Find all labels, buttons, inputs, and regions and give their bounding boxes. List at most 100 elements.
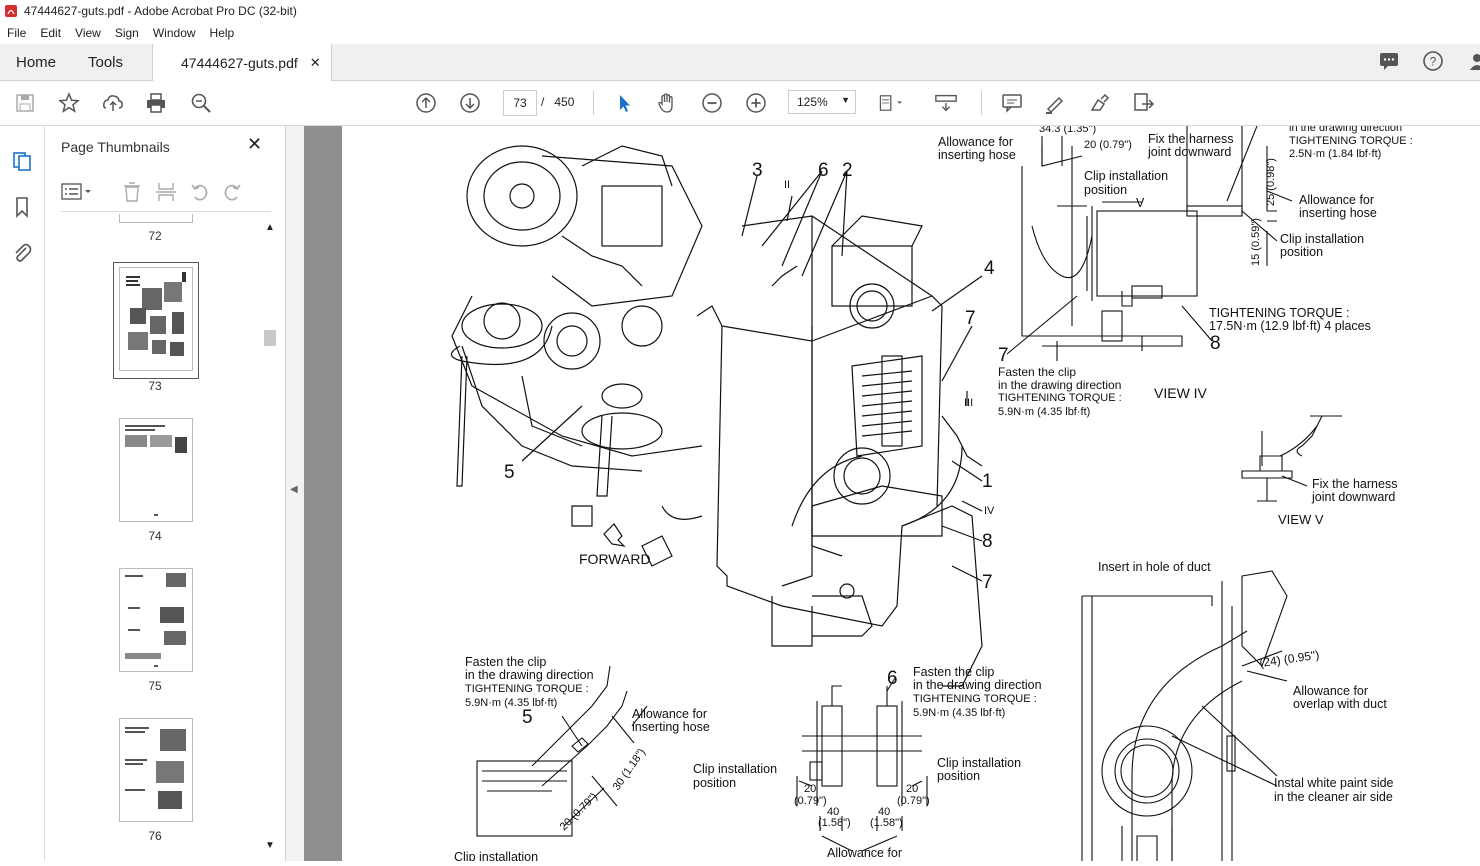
attachment-icon[interactable] bbox=[11, 242, 33, 264]
view5-fix-2: joint downward bbox=[1311, 490, 1395, 504]
rotate-right-icon[interactable] bbox=[221, 181, 243, 203]
rotate-left-icon[interactable] bbox=[189, 181, 211, 203]
callout-4: 4 bbox=[984, 258, 995, 279]
close-icon[interactable]: ✕ bbox=[247, 134, 263, 154]
zoom-search-icon[interactable] bbox=[189, 91, 213, 115]
highlight-pen-icon[interactable] bbox=[1043, 91, 1067, 115]
allowance-label-2: inserting hose bbox=[938, 148, 1016, 162]
overlap-label: Allowance for bbox=[1293, 684, 1368, 698]
options-menu-icon[interactable] bbox=[61, 181, 95, 203]
callout-3: 3 bbox=[752, 160, 763, 181]
thumbnail-art bbox=[125, 727, 186, 809]
trash-icon[interactable] bbox=[121, 181, 143, 203]
dim079-right: (0.79") bbox=[897, 795, 930, 807]
allowance-right-2: inserting hose bbox=[1299, 206, 1377, 220]
tab-bar: Home Tools 47444627-guts.pdf ✕ ? bbox=[0, 44, 1480, 81]
page-fit-icon[interactable] bbox=[878, 91, 902, 115]
zoom-in-icon[interactable] bbox=[744, 91, 768, 115]
next-page-icon[interactable] bbox=[458, 91, 482, 115]
help-icon[interactable]: ? bbox=[1422, 50, 1444, 72]
comment-icon[interactable] bbox=[1000, 91, 1024, 115]
menu-window[interactable]: Window bbox=[152, 26, 196, 40]
dim20-right: 20 bbox=[906, 783, 918, 795]
dim-20: 20 (0.79") bbox=[1084, 139, 1132, 151]
select-cursor-icon[interactable] bbox=[612, 91, 636, 115]
page-thumbnails-icon[interactable] bbox=[11, 150, 33, 172]
thumbnail-page-73[interactable] bbox=[119, 267, 193, 371]
collapse-arrow-icon[interactable]: ◀ bbox=[290, 484, 298, 495]
tab-home[interactable]: Home bbox=[16, 44, 56, 80]
dim40-left: 40 bbox=[827, 806, 839, 818]
thumbnail-label: 74 bbox=[148, 529, 162, 543]
panel-title: Page Thumbnails bbox=[61, 139, 170, 155]
page-number-input[interactable]: 73 bbox=[503, 90, 537, 116]
bookmark-icon[interactable] bbox=[11, 196, 33, 218]
thumbnail-page-75[interactable] bbox=[119, 568, 193, 672]
save-icon[interactable] bbox=[13, 91, 37, 115]
split-page-icon[interactable] bbox=[155, 181, 177, 203]
dim-20-bottom: 20 (0.79") bbox=[558, 791, 600, 833]
tab-document-label: 47444627-guts.pdf bbox=[181, 54, 298, 71]
scrollbar-thumb[interactable] bbox=[264, 330, 276, 346]
callout-2: 2 bbox=[842, 160, 853, 181]
tab-tools-label: Tools bbox=[88, 53, 124, 71]
bottom-left-allowance: Allowance for bbox=[632, 707, 707, 721]
bottom-mid-fasten: Fasten the clip bbox=[913, 665, 994, 679]
callout-8-top: 8 bbox=[1210, 333, 1221, 354]
exploded-diagram: 3 6 2 4 7 5 1 8 7 II III IV FORWARD bbox=[450, 122, 1413, 864]
callout-5-bottom: 5 bbox=[522, 707, 533, 728]
menu-sign[interactable]: Sign bbox=[114, 26, 139, 40]
chevron-down-icon: ▼ bbox=[841, 95, 850, 105]
panel-collapse-handle[interactable]: ◀ bbox=[286, 126, 305, 861]
thumbnail-page-74[interactable] bbox=[119, 418, 193, 522]
close-tab-icon[interactable]: ✕ bbox=[309, 54, 321, 70]
callout-8: 8 bbox=[982, 531, 993, 552]
overlap-label-2: overlap with duct bbox=[1293, 697, 1387, 711]
sign-pen-icon[interactable] bbox=[1087, 91, 1111, 115]
upload-icon[interactable] bbox=[101, 91, 125, 115]
callout-6: 6 bbox=[818, 160, 829, 181]
zoom-out-icon[interactable] bbox=[700, 91, 724, 115]
thumbnail-page-76[interactable] bbox=[119, 718, 193, 822]
fix-harness-2: joint downward bbox=[1147, 145, 1231, 159]
callout-7b: 7 bbox=[982, 572, 993, 593]
thumbnail-art bbox=[125, 425, 187, 516]
scroll-up-icon[interactable]: ▲ bbox=[265, 222, 275, 233]
acrobat-icon bbox=[5, 5, 17, 17]
tab-tools[interactable]: Tools bbox=[88, 44, 123, 80]
tab-document[interactable]: 47444627-guts.pdf ✕ bbox=[152, 44, 332, 81]
torque-small-2: 2.5N·m (1.84 lbf·ft) bbox=[1289, 148, 1381, 160]
menu-help[interactable]: Help bbox=[209, 26, 235, 40]
user-icon[interactable] bbox=[1466, 50, 1480, 72]
paint-label: Instal white paint side bbox=[1274, 776, 1394, 790]
hand-tool-icon[interactable] bbox=[655, 91, 679, 115]
print-icon[interactable] bbox=[144, 91, 168, 115]
scroll-down-icon[interactable]: ▼ bbox=[265, 840, 275, 851]
allowance-right: Allowance for bbox=[1299, 193, 1374, 207]
menu-edit[interactable]: Edit bbox=[40, 26, 62, 40]
bottom-mid-fasten-4: 5.9N·m (4.35 lbf·ft) bbox=[913, 707, 1005, 719]
menu-view[interactable]: View bbox=[75, 26, 101, 40]
torque-17: TIGHTENING TORQUE : bbox=[1209, 306, 1350, 320]
comment-bubble-icon[interactable] bbox=[1378, 50, 1400, 72]
dim158-left: (1.58") bbox=[818, 817, 851, 829]
panel-toolbar bbox=[61, 178, 271, 206]
zoom-select[interactable]: 125%▼ bbox=[788, 90, 856, 114]
bottom-left-fasten-2: in the drawing direction bbox=[465, 668, 594, 682]
bottom-left-fasten-4: 5.9N·m (4.35 lbf·ft) bbox=[465, 697, 557, 709]
forward-label: FORWARD bbox=[579, 551, 651, 567]
clip-installation-bottom: Clip installation bbox=[454, 850, 538, 861]
export-pdf-icon[interactable] bbox=[1132, 91, 1156, 115]
scrolling-mode-icon[interactable] bbox=[934, 91, 958, 115]
thumbnail-selection bbox=[113, 262, 199, 379]
menu-file[interactable]: File bbox=[7, 26, 27, 40]
dim40-right: 40 bbox=[878, 806, 890, 818]
star-icon[interactable] bbox=[57, 91, 81, 115]
svg-text:?: ? bbox=[1430, 55, 1437, 69]
thumbnails-scrollbar[interactable]: ▲ ▼ bbox=[263, 220, 277, 856]
panel-divider bbox=[61, 211, 271, 212]
dim158-right: (1.58") bbox=[870, 817, 903, 829]
previous-page-icon[interactable] bbox=[414, 91, 438, 115]
thumbnail-page-72[interactable] bbox=[119, 214, 193, 223]
allowance-label: Allowance for bbox=[938, 135, 1013, 149]
